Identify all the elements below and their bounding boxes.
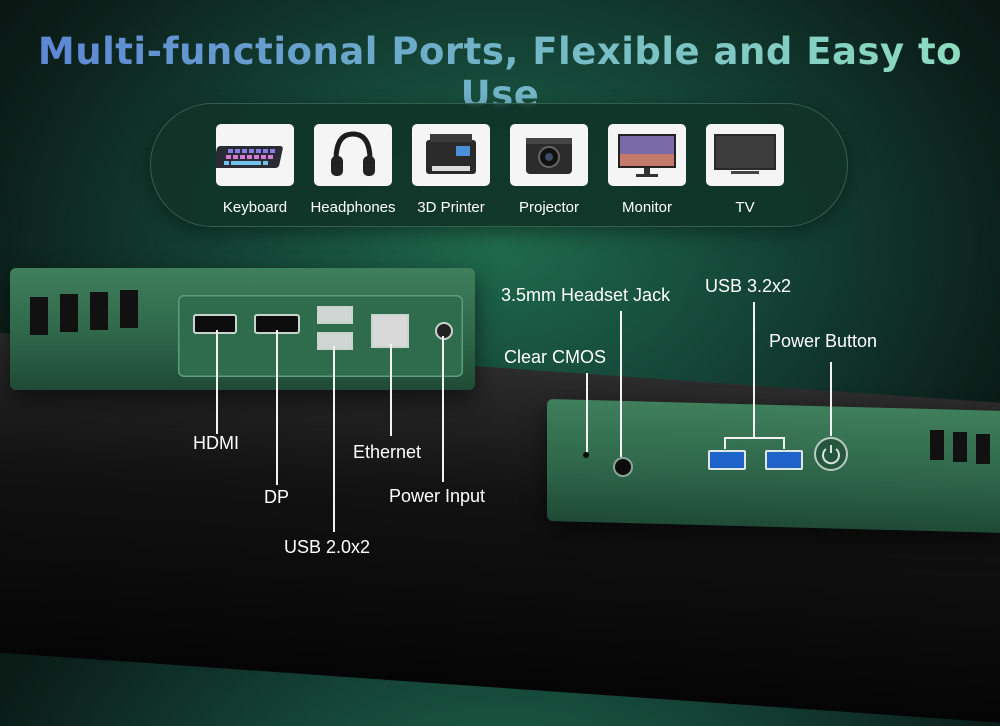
tv-icon bbox=[706, 124, 784, 186]
power-input-label: Power Input bbox=[389, 486, 486, 506]
usb32-bracket bbox=[724, 437, 726, 449]
power-input-port bbox=[435, 322, 453, 340]
projector-icon bbox=[510, 124, 588, 186]
ethernet-label: Ethernet bbox=[353, 442, 422, 462]
printer-icon bbox=[412, 124, 490, 186]
vent bbox=[120, 290, 138, 328]
vent bbox=[953, 432, 967, 462]
device-label-monitor: Monitor bbox=[621, 199, 673, 216]
dp-label: DP bbox=[264, 487, 290, 507]
clear-cmos-leader bbox=[586, 373, 588, 452]
usb3-port-right bbox=[765, 450, 803, 470]
device-label-projector: Projector bbox=[518, 199, 580, 216]
usb32-bracket bbox=[724, 437, 784, 439]
keyboard-icon bbox=[213, 124, 294, 186]
hdmi-label: HDMI bbox=[193, 433, 239, 453]
power-button-label: Power Button bbox=[769, 331, 878, 351]
headset-jack bbox=[613, 457, 633, 477]
usb32-label: USB 3.2x2 bbox=[705, 276, 792, 296]
device-label-3d-printer: 3D Printer bbox=[417, 199, 485, 216]
power-icon bbox=[822, 445, 840, 465]
vent bbox=[60, 294, 78, 332]
device-label-keyboard: Keyboard bbox=[222, 199, 288, 216]
usb32-bracket bbox=[783, 437, 785, 449]
usb3-port-left bbox=[708, 450, 746, 470]
dp-leader bbox=[276, 330, 278, 485]
power-button[interactable] bbox=[814, 437, 848, 471]
vent bbox=[90, 292, 108, 330]
device-label-tv: TV bbox=[735, 199, 755, 216]
ethernet-leader bbox=[390, 344, 392, 436]
clear-cmos-label: Clear CMOS bbox=[504, 347, 607, 367]
power-input-leader bbox=[442, 336, 444, 482]
page-headline: Multi-functional Ports, Flexible and Eas… bbox=[0, 30, 1000, 116]
ethernet-port bbox=[371, 314, 409, 348]
usb2-leader bbox=[333, 346, 335, 532]
power-button-leader bbox=[830, 362, 832, 436]
usb2-port-top bbox=[317, 306, 353, 324]
headphones-icon bbox=[314, 124, 392, 186]
headset-jack-leader bbox=[620, 311, 622, 457]
hdmi-leader bbox=[216, 330, 218, 434]
clear-cmos-hole[interactable] bbox=[583, 452, 589, 458]
hdmi-port bbox=[193, 314, 237, 334]
usb20-label: USB 2.0x2 bbox=[284, 537, 371, 557]
vent bbox=[30, 297, 48, 335]
usb2-port-bottom bbox=[317, 332, 353, 350]
monitor-icon bbox=[608, 124, 686, 186]
device-label-headphones: Headphones bbox=[310, 199, 396, 216]
vent bbox=[976, 434, 990, 464]
usb32-leader bbox=[753, 302, 755, 438]
vent bbox=[930, 430, 944, 460]
headset-jack-label: 3.5mm Headset Jack bbox=[501, 285, 671, 305]
